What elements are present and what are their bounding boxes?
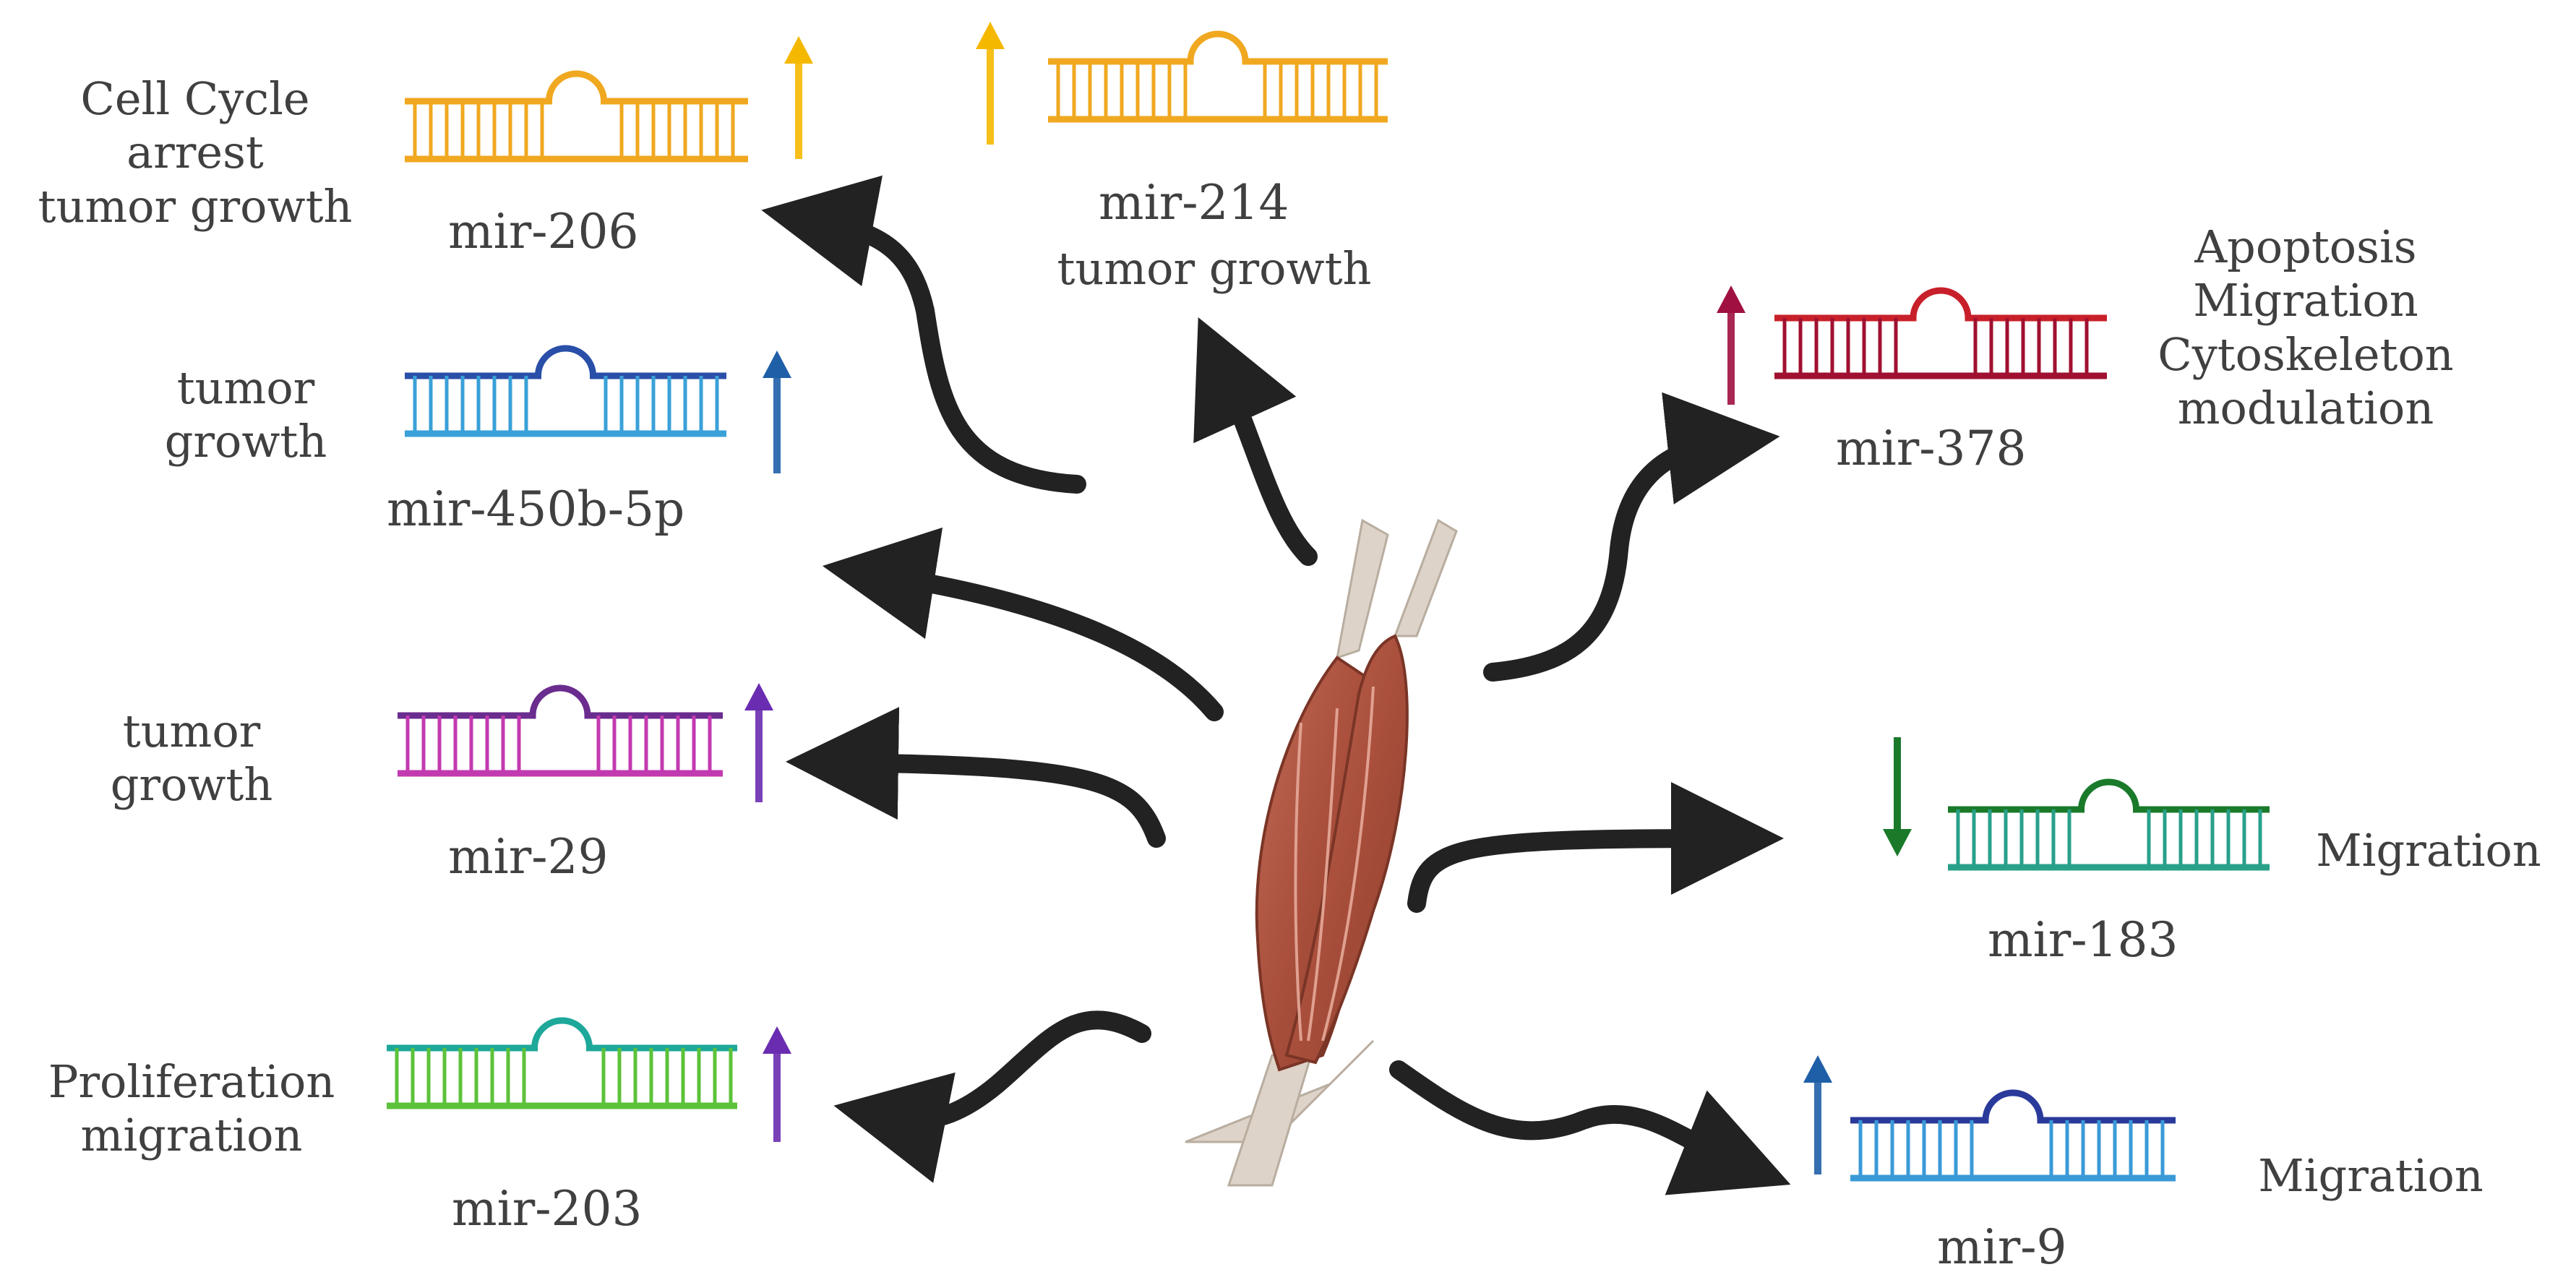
mir-206-effect: Cell Cycle arrest tumor growth: [38, 72, 353, 233]
mir-9-hairpin: [1850, 1089, 2176, 1182]
arrow-to-mir-29: [786, 707, 1166, 848]
mir-378-label: mir-378: [1836, 421, 2027, 476]
mir-29-effect: tumor growth: [110, 705, 273, 812]
arrow-to-mir-9: [1389, 1060, 1791, 1195]
arrow-to-mir-214: [1193, 317, 1318, 566]
pathway-arrows: [761, 175, 1791, 1195]
mir-183-hairpin: [1948, 778, 2270, 871]
mir-450b-5p-label: mir-450b-5p: [387, 481, 685, 537]
mir-206-regulation-arrow: [784, 36, 813, 159]
arrow-to-mir-206: [761, 175, 1086, 494]
arrow-to-mir-183: [1407, 782, 1784, 913]
mir-378-regulation-arrow: [1717, 285, 1746, 405]
mir-214-regulation-arrow: [976, 22, 1005, 145]
mir-183-effect: Migration: [2316, 824, 2541, 877]
mir-206-hairpin: [405, 70, 748, 163]
arrow-to-mir-203: [833, 1010, 1151, 1183]
mir-29-label: mir-29: [448, 829, 609, 885]
mir-450b-5p-effect: tumor growth: [164, 361, 327, 468]
mirna-hairpins: [387, 22, 2270, 1182]
mir-450b-5p-hairpin: [405, 345, 726, 437]
mir-183-label: mir-183: [1988, 912, 2178, 968]
mir-214-label: mir-214: [1099, 175, 1289, 231]
mir-214-effect: tumor growth: [1057, 242, 1372, 295]
mir-29-hairpin: [398, 684, 723, 777]
mir-203-regulation-arrow: [763, 1026, 791, 1142]
arrow-to-mir-450b-5p: [822, 527, 1224, 721]
muscle-illustration: [1185, 518, 1458, 1187]
mir-29-regulation-arrow: [744, 683, 773, 802]
mir-9-effect: Migration: [2258, 1149, 2483, 1202]
mir-203-hairpin: [387, 1017, 737, 1109]
mir-183-regulation-arrow: [1883, 737, 1912, 856]
arrow-to-mir-378: [1483, 392, 1780, 682]
mir-203-effect: Proliferation migration: [48, 1055, 335, 1162]
mir-9-regulation-arrow: [1803, 1055, 1832, 1174]
mir-9-label: mir-9: [1937, 1219, 2067, 1275]
mir-450b-5p-regulation-arrow: [763, 351, 791, 473]
mir-206-label: mir-206: [448, 204, 639, 259]
mir-214-hairpin: [1048, 30, 1388, 123]
mir-378-effect: Apoptosis Migration Cytoskeleton modulat…: [2158, 220, 2454, 435]
mir-203-label: mir-203: [452, 1181, 643, 1237]
mir-378-hairpin: [1774, 287, 2107, 379]
